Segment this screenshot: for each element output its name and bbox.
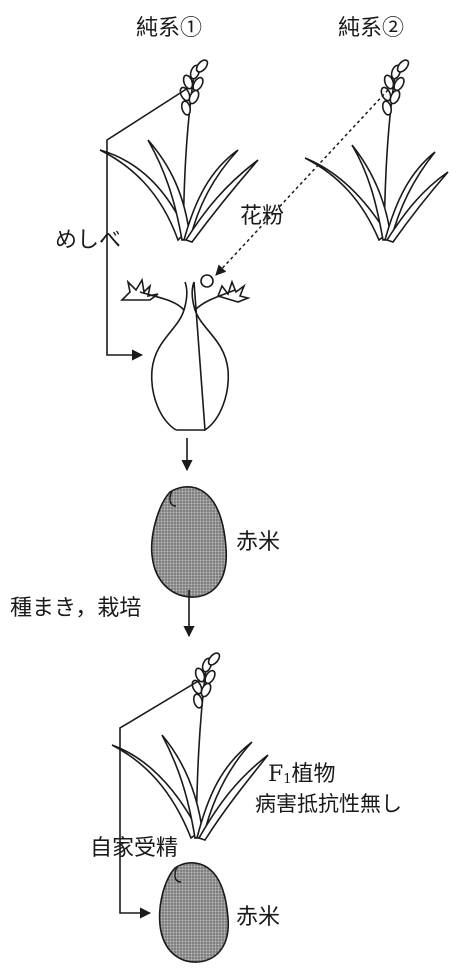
panicle-1 <box>178 58 209 116</box>
red-rice-grain-1 <box>152 487 227 597</box>
panicle-f1 <box>190 651 221 709</box>
pistil <box>122 275 248 430</box>
red-rice-grain-2 <box>160 863 229 962</box>
pure-line-1-label: 純系① <box>136 16 202 41</box>
pure-line-2-label: 純系② <box>338 16 404 41</box>
f1-subscript: 1 <box>283 772 291 787</box>
f1-prefix: F <box>268 762 283 787</box>
rice-plant-1 <box>100 58 258 242</box>
pollen-grain <box>201 275 213 287</box>
f1-plant <box>112 651 268 840</box>
no-resistance-label: 病害抵抗性無し <box>255 792 402 816</box>
pollen-label: 花粉 <box>240 204 284 229</box>
panicle-2 <box>379 58 410 116</box>
red-rice-label-2: 赤米 <box>236 905 280 930</box>
self-fertilization-label: 自家受精 <box>90 836 178 861</box>
pollen-arrow <box>216 90 388 275</box>
sowing-label: 種まき，栽培 <box>10 596 141 621</box>
f1-suffix: 植物 <box>292 762 336 787</box>
pistil-label: めしべ <box>55 228 121 253</box>
f1-plant-label: F1植物 <box>268 762 336 788</box>
rice-plant-2 <box>305 58 448 242</box>
red-rice-label-1: 赤米 <box>236 530 280 555</box>
